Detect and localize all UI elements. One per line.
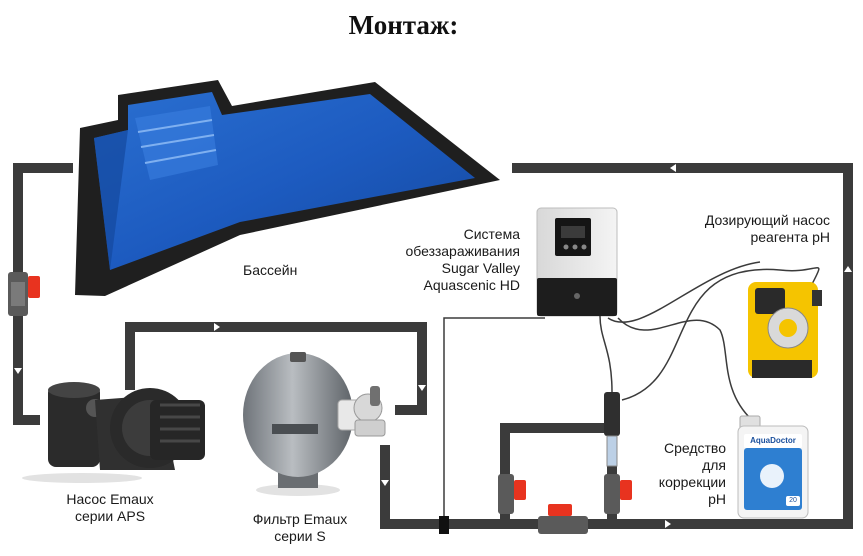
label-line: Средство — [663, 440, 726, 456]
sensor-cell — [604, 392, 620, 467]
label-line: реагента pH — [750, 229, 830, 245]
diagram-title: Монтаж: — [348, 10, 459, 40]
label-ph-product: Средство для коррекции pH — [640, 440, 726, 508]
canister-illustration — [737, 415, 809, 519]
flow-arrow — [844, 266, 852, 272]
label-line: Sugar Valley — [441, 260, 520, 276]
valve-bypass-left — [498, 474, 526, 514]
flow-arrow — [665, 520, 671, 528]
label-line: Дозирующий насос — [704, 212, 830, 228]
canister-volume: 20 — [789, 497, 797, 504]
valve-main — [538, 504, 588, 534]
dosing-pump-illustration — [748, 282, 822, 378]
pipe-pump-to-filter — [125, 322, 427, 415]
label-line: для — [702, 457, 726, 473]
label-line: серии APS — [74, 508, 146, 524]
label-pump: Насос Emaux серии APS — [50, 491, 170, 525]
label-line: Aquascenic HD — [423, 277, 521, 293]
flow-arrow — [670, 164, 676, 172]
cables — [443, 261, 820, 521]
flow-arrow — [418, 385, 426, 391]
pool-illustration — [75, 80, 500, 296]
label-pool: Бассейн — [243, 262, 298, 278]
label-line: Фильтр Emaux — [252, 511, 348, 527]
flow-arrow — [381, 480, 389, 486]
flow-arrows — [14, 164, 852, 528]
pipe-filter-to-return — [380, 163, 853, 529]
canister-brand: AquaDoctor — [750, 436, 796, 445]
label-dosing-pump: Дозирующий насос реагента pH — [660, 212, 830, 246]
label-line: серии S — [274, 528, 326, 544]
label-filter: Фильтр Emaux серии S — [240, 511, 360, 545]
flow-arrow — [14, 368, 22, 374]
disinfection-unit-illustration — [536, 207, 618, 317]
cable-junction — [439, 516, 449, 534]
label-line: pH — [708, 491, 726, 507]
label-line: обеззараживания — [405, 243, 520, 259]
label-disinfection-system: Система обеззараживания Sugar Valley Aqu… — [380, 226, 520, 294]
filter-illustration — [243, 352, 386, 496]
flow-arrow — [214, 323, 220, 331]
label-line: Насос Emaux — [66, 491, 154, 507]
pump-illustration — [22, 382, 205, 483]
label-line: Система — [463, 226, 520, 242]
valve-bypass-right — [604, 474, 632, 514]
label-line: коррекции — [658, 474, 726, 490]
valve-left — [8, 272, 40, 316]
